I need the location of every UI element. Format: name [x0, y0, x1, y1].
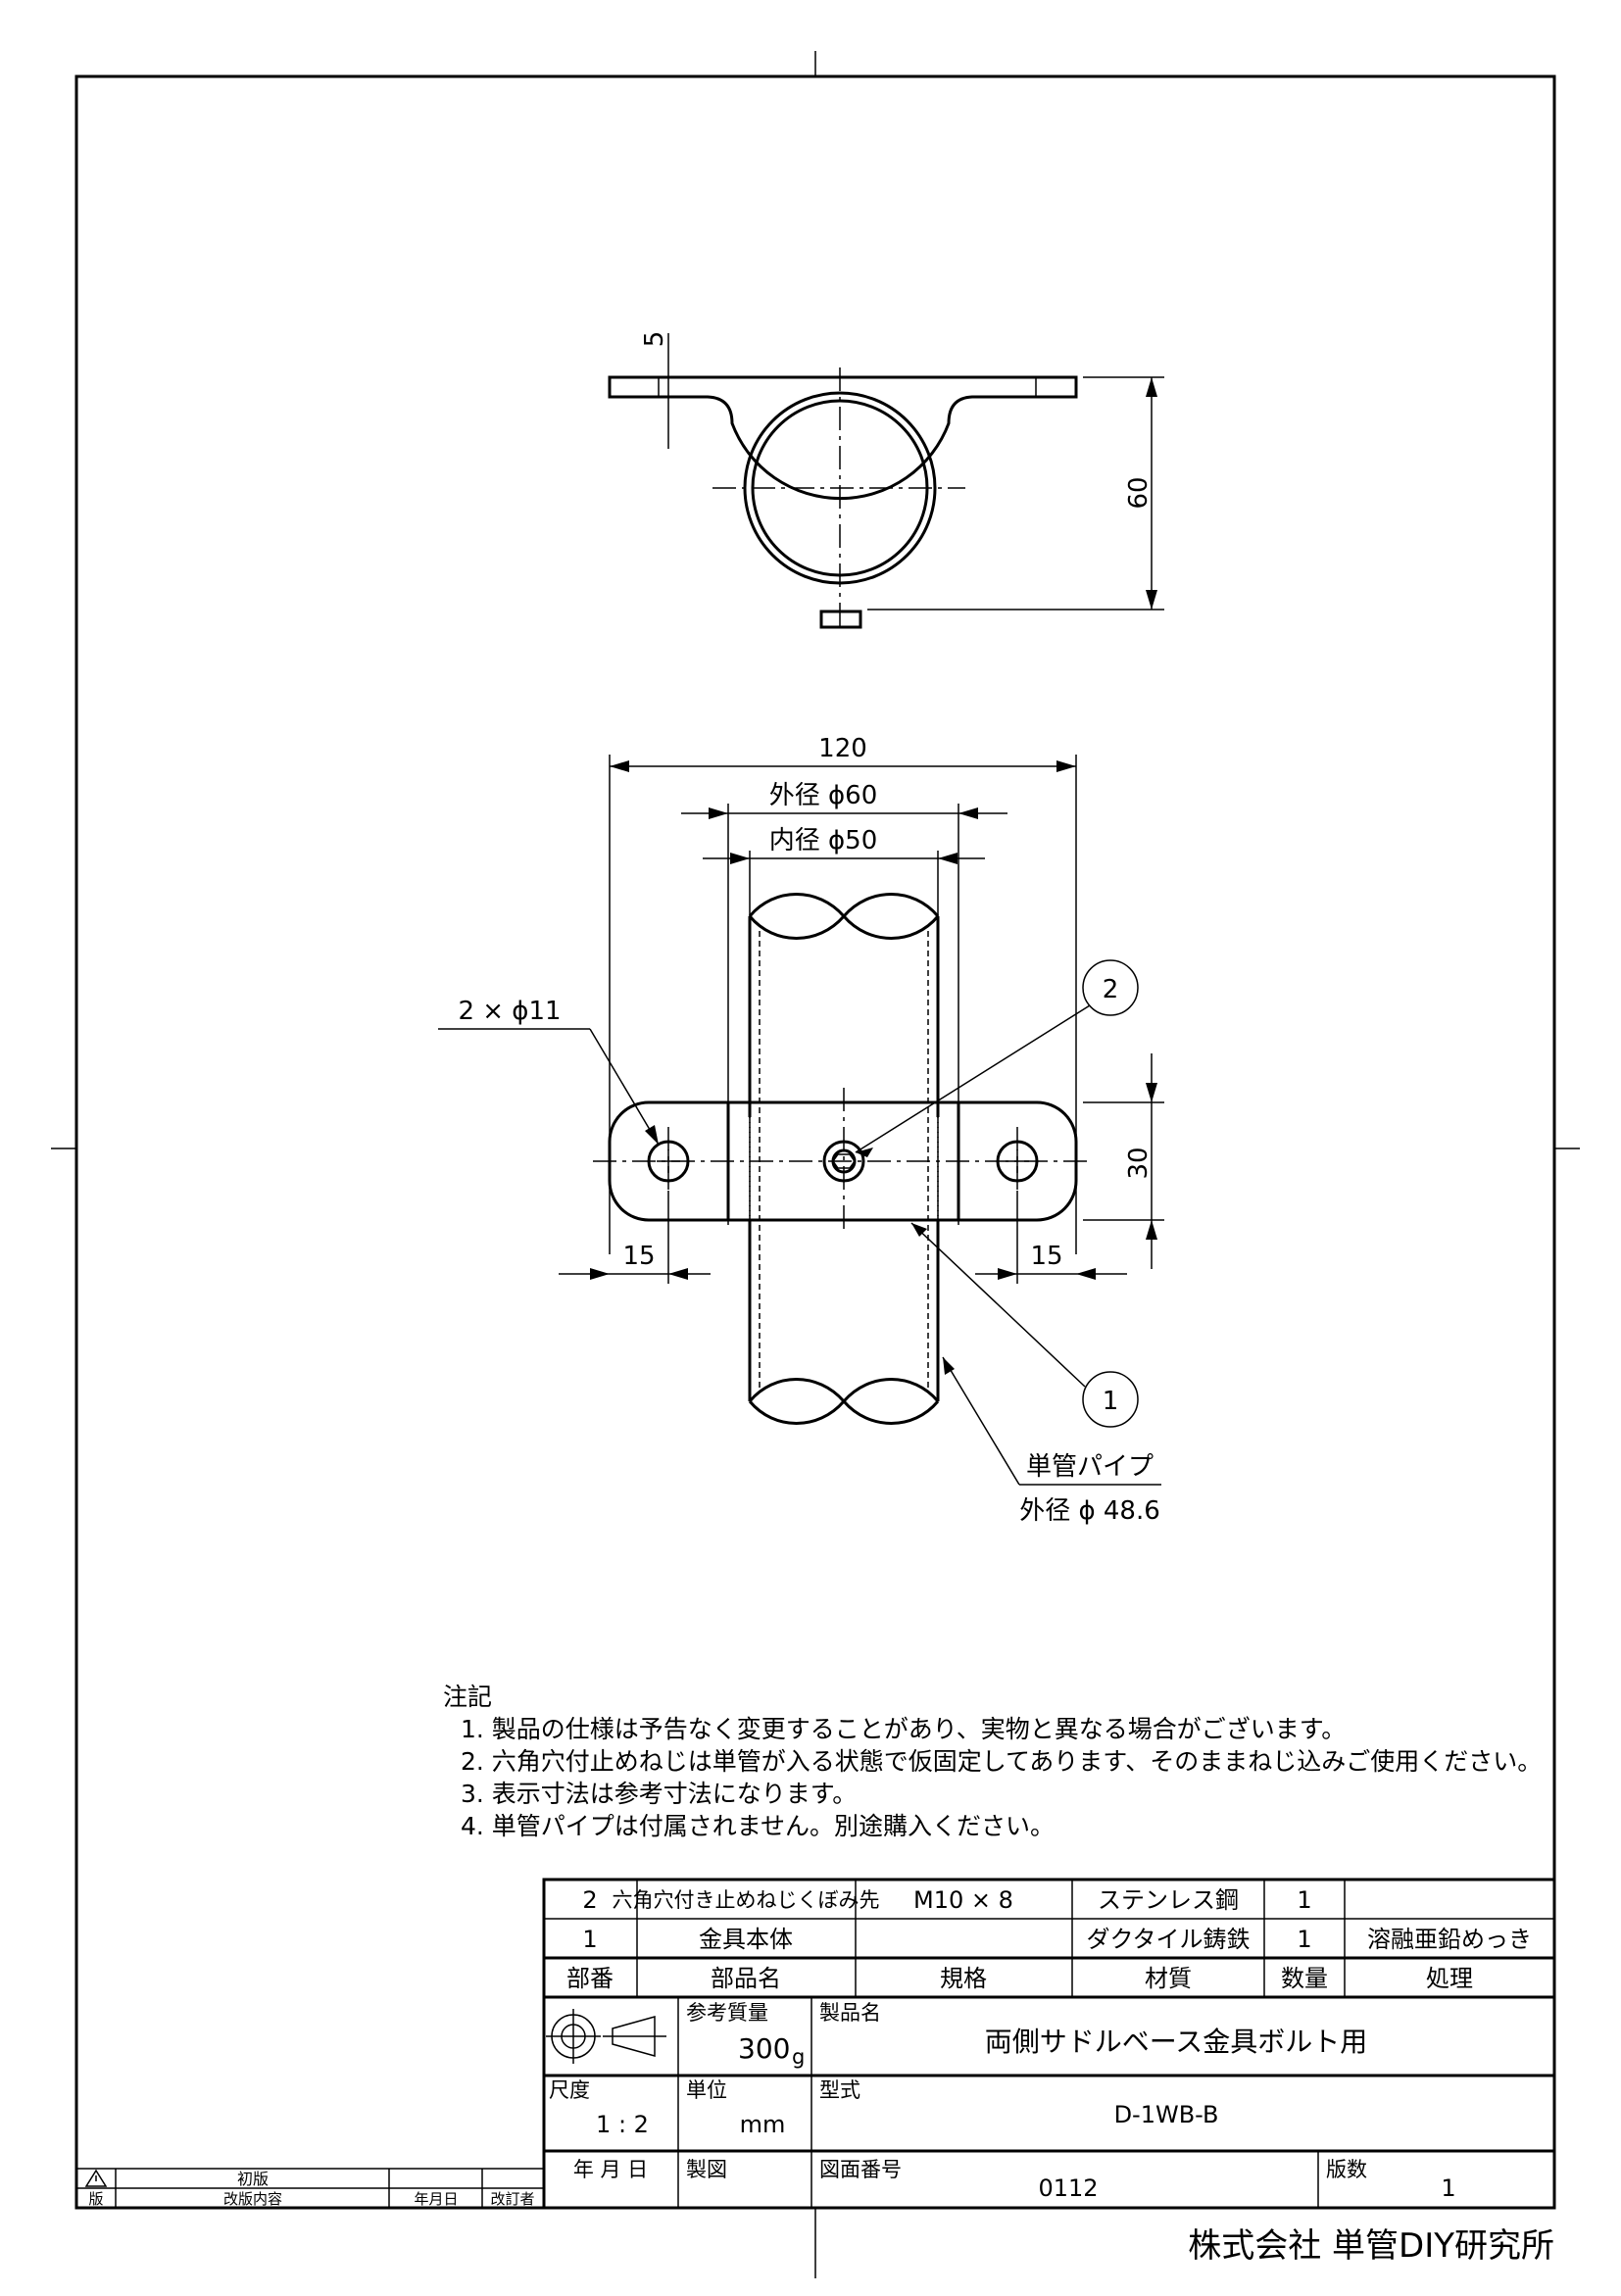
dim-width: 120	[818, 734, 867, 763]
part-1-qty: 1	[1297, 1926, 1311, 1953]
title-block: 参考質量 300 g 製品名 両側サドルベース金具ボルト用 尺度 1 : 2 単…	[542, 1995, 1556, 2210]
mass-label: 参考質量	[686, 2001, 768, 2025]
dim-plate-width: 30	[1124, 1147, 1154, 1179]
product-name: 両側サドルベース金具ボルト用	[985, 2026, 1368, 2058]
part-2-no: 2	[582, 1886, 597, 1914]
note-item: 3. 表示寸法は参考寸法になります。	[461, 1780, 857, 1808]
part-1-treatment: 溶融亜鉛めっき	[1367, 1926, 1532, 1953]
notes: 注記 1. 製品の仕様は予告なく変更することがあり、実物と異なる場合がございます…	[443, 1683, 1542, 1840]
header-no: 部番	[566, 1965, 614, 1992]
revision-col-ver: 版	[88, 2190, 103, 2208]
dim-inner-dia: 内径 ϕ50	[769, 826, 878, 855]
balloon-2	[1082, 959, 1139, 1016]
balloon-1	[1082, 1371, 1139, 1428]
front-view: 5 60	[608, 331, 1164, 629]
edition-value: 1	[1441, 2174, 1455, 2202]
drawing-no-label: 図面番号	[819, 2158, 902, 2181]
part-1-material: ダクタイル鋳鉄	[1086, 1926, 1250, 1953]
scale-label: 尺度	[549, 2078, 590, 2102]
mass-value: 300	[738, 2032, 790, 2065]
product-label: 製品名	[819, 2001, 881, 2025]
dim-height: 60	[1124, 476, 1154, 509]
dim-edge-left: 15	[622, 1242, 655, 1271]
part-1-name: 金具本体	[699, 1926, 793, 1953]
drawing-no-value: 0112	[1038, 2174, 1098, 2202]
third-angle-projection-icon	[546, 2009, 666, 2064]
header-treatment: 処理	[1426, 1965, 1473, 1992]
part-2-spec: M10 × 8	[913, 1886, 1013, 1914]
plan-view: 120 外径 ϕ60 内径 ϕ50 2 × ϕ11 30 15 15	[438, 734, 1164, 1526]
note-item: 2. 六角穴付止めねじは単管が入る状態で仮固定してあります、そのままねじ込みご使…	[461, 1747, 1542, 1776]
model-label: 型式	[819, 2078, 860, 2102]
revision-triangle-icon	[84, 2169, 108, 2187]
revision-col-date: 年月日	[414, 2190, 458, 2208]
date-label: 年 月 日	[573, 2158, 648, 2181]
company-name: 株式会社 単管DIY研究所	[1188, 2226, 1554, 2266]
svg-text:1: 1	[1103, 1387, 1119, 1416]
parts-list: 2 六角穴付き止めねじくぼみ先 M10 × 8 ステンレス鋼 1 1 金具本体 …	[542, 1878, 1556, 1999]
revision-first-edition: 初版	[237, 2170, 269, 2188]
dim-plate-thickness: 5	[640, 331, 669, 348]
svg-text:2: 2	[1103, 975, 1119, 1004]
mass-unit: g	[792, 2045, 805, 2069]
part-2-name: 六角穴付き止めねじくぼみ先	[613, 1888, 880, 1912]
part-2-qty: 1	[1297, 1886, 1311, 1914]
note-item: 4. 単管パイプは付属されません。別途購入ください。	[461, 1812, 1055, 1840]
revision-col-editor: 改訂者	[490, 2190, 534, 2208]
notes-title: 注記	[443, 1683, 492, 1711]
part-2-material: ステンレス鋼	[1098, 1886, 1239, 1914]
scale-value: 1 : 2	[596, 2111, 649, 2138]
dim-outer-dia: 外径 ϕ60	[769, 781, 878, 810]
dim-edge-right: 15	[1030, 1242, 1062, 1271]
pipe-od: 外径 ϕ 48.6	[1019, 1496, 1160, 1526]
edition-label: 版数	[1326, 2158, 1367, 2181]
part-1-no: 1	[582, 1926, 597, 1953]
pipe-label: 単管パイプ	[1026, 1452, 1154, 1482]
model-value: D-1WB-B	[1114, 2101, 1219, 2128]
drawn-label: 製図	[686, 2158, 727, 2181]
unit-value: mm	[740, 2111, 786, 2138]
unit-label: 単位	[686, 2078, 727, 2102]
revision-col-content: 改版内容	[223, 2190, 282, 2208]
revision-block: 初版 版 改版内容 年月日 改訂者	[75, 2168, 545, 2209]
note-item: 1. 製品の仕様は予告なく変更することがあり、実物と異なる場合がございます。	[461, 1715, 1346, 1743]
header-qty: 数量	[1281, 1965, 1328, 1992]
header-material: 材質	[1145, 1965, 1192, 1992]
header-spec: 規格	[940, 1965, 987, 1992]
header-name: 部品名	[711, 1965, 781, 1992]
dim-holes: 2 × ϕ11	[458, 997, 561, 1026]
